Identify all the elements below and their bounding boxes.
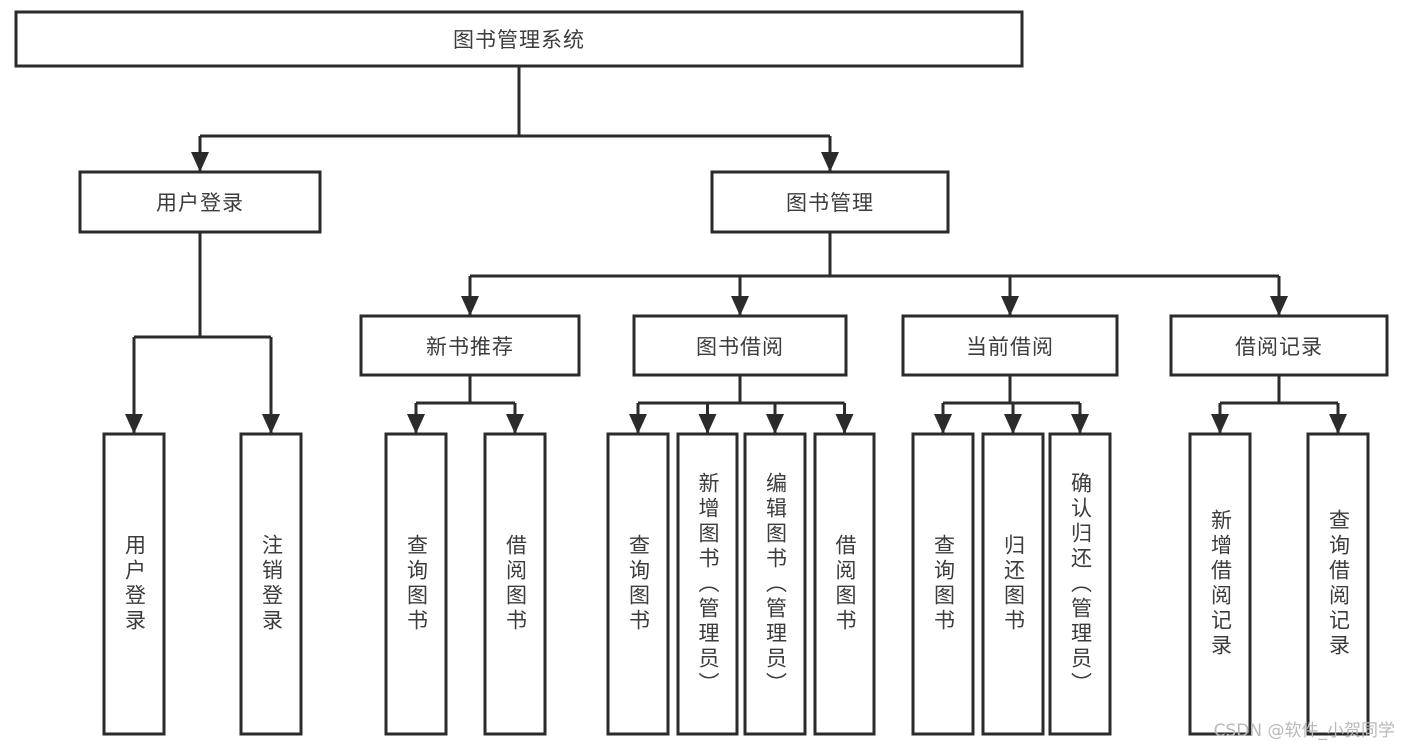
arrow-head-icon-add-borrow-record <box>1211 414 1229 434</box>
node-box-query-book-borrow[interactable] <box>606 432 670 736</box>
arrow-head-icon-borrow-book-action <box>835 414 854 434</box>
node-box-return-book[interactable] <box>981 432 1045 736</box>
arrow-head-icon-return-book <box>1004 414 1022 434</box>
node-box-add-borrow-record[interactable] <box>1188 432 1252 736</box>
arrow-head-icon-borrow-record <box>1270 296 1288 316</box>
node-box-user-login[interactable] <box>78 170 322 234</box>
node-box-edit-book-admin[interactable] <box>743 432 807 736</box>
arrow-head-icon-borrow-book-rec <box>506 414 524 434</box>
arrow-head-icon-query-book-rec <box>407 414 425 434</box>
node-box-query-borrow-record[interactable] <box>1306 432 1370 736</box>
node-box-root[interactable] <box>14 10 1024 68</box>
node-box-book-borrow[interactable] <box>632 314 848 377</box>
node-box-query-book-current[interactable] <box>911 432 975 736</box>
arrow-head-icon-user-logout-action <box>262 414 280 434</box>
node-box-user-logout-action[interactable] <box>239 432 303 736</box>
node-box-new-book-recommend[interactable] <box>359 314 581 377</box>
arrow-head-icon-confirm-return-admin <box>1071 414 1089 434</box>
node-box-borrow-book-rec[interactable] <box>483 432 547 736</box>
arrow-head-icon-add-book-admin <box>698 414 717 434</box>
boxes-layer <box>14 10 1389 736</box>
arrow-head-icon-query-book-borrow <box>629 414 647 434</box>
node-box-user-login-action[interactable] <box>102 432 166 736</box>
node-box-query-book-rec[interactable] <box>384 432 448 736</box>
arrow-head-icon-query-book-current <box>934 414 952 434</box>
arrow-head-icon-book-borrow <box>731 296 749 316</box>
arrow-head-icon-user-login <box>191 152 209 172</box>
node-box-confirm-return-admin[interactable] <box>1048 432 1112 736</box>
arrow-head-icon-current-borrow <box>1001 296 1019 316</box>
node-box-current-borrow[interactable] <box>901 314 1119 377</box>
arrow-head-icon-new-book-recommend <box>461 296 479 316</box>
arrow-head-icon-book-management <box>821 152 839 172</box>
node-box-borrow-record[interactable] <box>1169 314 1389 377</box>
arrow-head-icon-edit-book-admin <box>766 414 784 434</box>
node-box-book-management[interactable] <box>710 170 950 234</box>
arrow-head-icon-query-borrow-record <box>1329 414 1347 434</box>
node-box-add-book-admin[interactable] <box>676 432 739 736</box>
arrow-head-icon-user-login-action <box>125 414 143 434</box>
node-box-borrow-book-action[interactable] <box>813 432 876 736</box>
connectors-layer <box>125 66 1347 434</box>
